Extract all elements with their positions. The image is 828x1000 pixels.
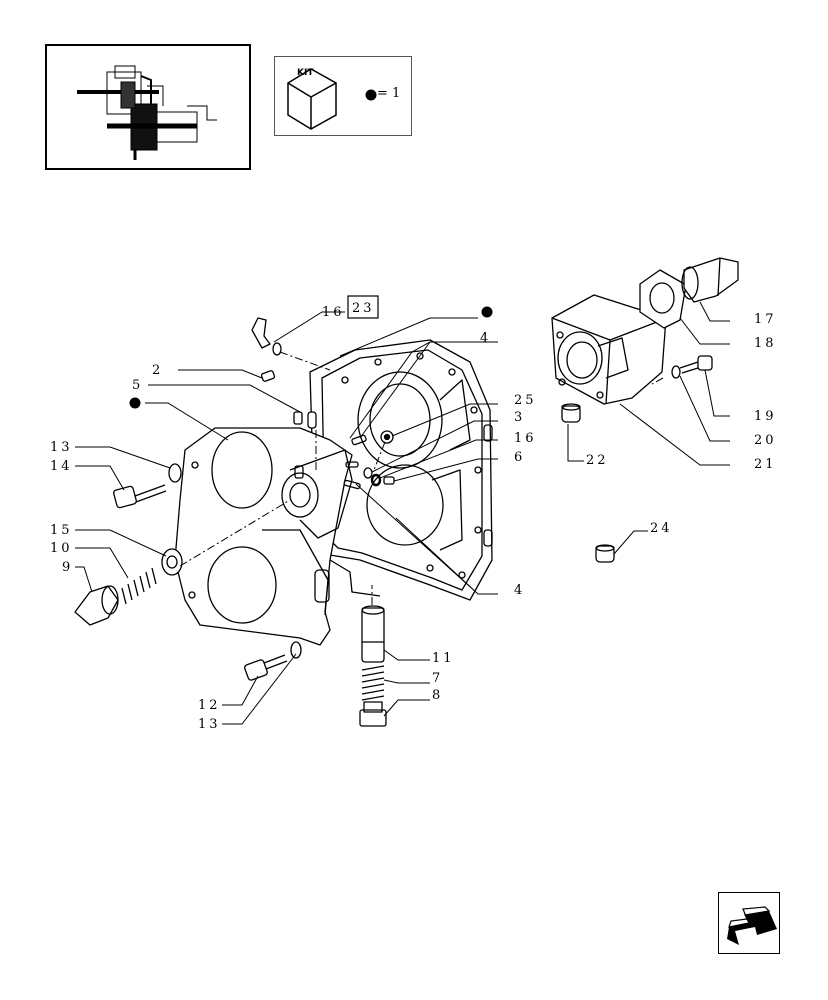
callout-17: 17 [754,312,777,327]
kit-cube-icon [287,68,377,130]
pto-flange-cover [639,257,739,329]
callout-13-upper: 13 [50,440,73,455]
kit-quantity: = 1 [377,86,401,101]
callout-9: 9 [62,560,73,575]
valve-spool-assembly [359,605,387,727]
callout-14: 14 [50,459,73,474]
small-seals [343,430,395,490]
callout-19: 19 [754,409,777,424]
callout-10: 10 [50,541,73,556]
relief-valve-assembly [74,548,183,626]
callout-22: 22 [586,453,609,468]
alignment-lines [179,351,664,605]
callout-7: 7 [432,671,443,686]
callout-2: 2 [152,363,163,378]
pto-housing [551,294,667,405]
next-page-arrow-icon [727,906,777,945]
bolt-12 [244,641,302,681]
kit-bullet-icon [129,397,141,409]
callout-25: 25 [514,393,537,408]
next-page-button[interactable] [718,892,780,954]
callout-20: 20 [754,433,777,448]
callout-15: 15 [50,523,73,538]
callout-4-lower: 4 [514,583,525,598]
callout-6: 6 [514,450,525,465]
kit-bullet-icon [481,306,493,318]
callout-labels: 2 5 13 14 15 10 9 12 13 16 23 4 25 3 16 … [50,301,777,732]
callout-23-box [347,295,379,319]
callout-24: 24 [650,521,673,536]
kit-bullet-icon [365,89,377,101]
callout-21: 21 [754,457,777,472]
callout-5: 5 [132,378,143,393]
callout-12: 12 [198,698,221,713]
leader-lines [75,301,730,725]
callout-16-upper: 16 [322,305,345,320]
callout-16-lower: 16 [514,431,537,446]
bolt-14 [113,463,182,509]
callout-8: 8 [432,688,443,703]
assembly-thumbnail-icon [77,65,217,160]
kit-legend: KIT = 1 [274,56,412,136]
front-housing [174,427,353,646]
callout-23: 23 [352,301,375,316]
callout-13-lower: 13 [198,717,221,732]
assembly-thumbnail [45,44,251,170]
callout-11: 11 [432,651,455,666]
callout-3: 3 [514,410,525,425]
upper-fittings [251,317,317,479]
callout-4-upper: 4 [480,331,491,346]
callout-18: 18 [754,336,777,351]
pto-fasteners [561,355,713,563]
kit-label: KIT [297,68,314,78]
